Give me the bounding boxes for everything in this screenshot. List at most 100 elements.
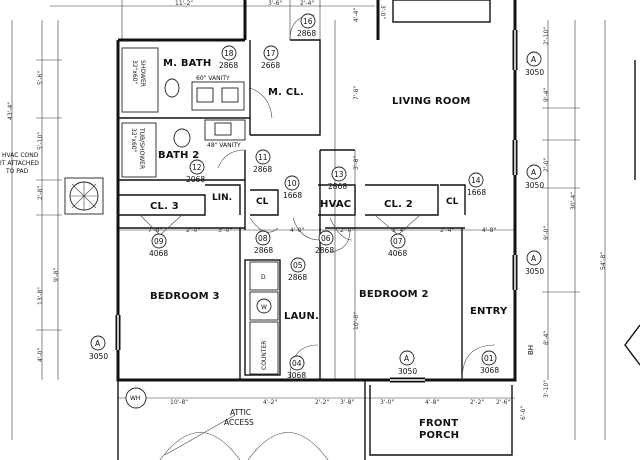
door-tag-04-num: 04: [292, 359, 302, 368]
counter-top: [249, 321, 279, 375]
dim-right-3: 2'-0": [543, 158, 550, 172]
window-tag-3-code: 3050: [525, 267, 544, 276]
room-linen: LIN.: [212, 193, 232, 203]
room-closet-3: CL. 3: [150, 201, 179, 212]
washer-label: W: [261, 304, 267, 311]
dryer-label: D: [261, 274, 266, 281]
room-closet-b: CL: [446, 197, 459, 207]
right-dimensions: 2'-10" 9'-4" 2'-0" 9'-0" 30'-4" 54'-8" 8…: [543, 27, 607, 398]
counter-label: COUNTER: [261, 341, 268, 370]
window-tag-4-code: 3050: [89, 352, 108, 361]
window-tag-5-letter: A: [404, 354, 410, 363]
door-tag-07-num: 07: [393, 237, 403, 246]
dim-right-7: 8'-4": [543, 331, 550, 345]
hvac-note-line2: IT ATTACHED: [0, 160, 39, 167]
room-living-room: LIVING ROOM: [392, 96, 470, 107]
hvac-note-line1: HVAC COND: [2, 152, 39, 159]
window-tag-4-letter: A: [95, 339, 101, 348]
notes: HVAC COND IT ATTACHED TO PAD ATTIC ACCES…: [0, 152, 535, 427]
master-shower-label: SHOWER: [139, 60, 146, 87]
dim-right-5: 30'-4": [570, 192, 577, 210]
room-master-bath: M. BATH: [163, 58, 211, 69]
door-tags: 16 2868 18 2868 17 2668 12 2068 11 2868 …: [149, 13, 499, 380]
window-tags: A 3050 A 3050 A 3050 A 3050 A 3050: [89, 51, 544, 376]
tub-size: 32"x60": [130, 128, 137, 153]
attic-note-line2: ACCESS: [224, 418, 254, 427]
master-vanity-label: 60" VANITY: [196, 75, 230, 82]
door-tag-17-num: 17: [266, 49, 276, 58]
window-tag-3-letter: A: [531, 254, 537, 263]
dim-top-2: 3'-6": [268, 0, 282, 7]
door-tag-06-code: 2868: [315, 246, 334, 255]
dim-bot-6: 4'-8": [425, 399, 439, 406]
bath2-vanity-label: 48" VANITY: [207, 142, 241, 149]
room-bath-2: BATH 2: [158, 150, 199, 161]
door-tag-14-num: 14: [471, 176, 481, 185]
room-laundry: LAUN.: [284, 311, 319, 322]
interior-walls: [118, 39, 466, 380]
dim-left-2: 5'-6": [37, 71, 44, 85]
door-tag-16-num: 16: [303, 17, 313, 26]
dim-int-9: 5'-4": [392, 227, 406, 234]
dim-int-1: 7'-8": [353, 86, 360, 100]
room-entry: ENTRY: [470, 306, 508, 317]
dim-right-4: 9'-0": [543, 226, 550, 240]
door-tag-14-code: 1668: [467, 188, 486, 197]
dim-left-4: 2'-8": [37, 186, 44, 200]
bath2-toilet: [173, 128, 191, 148]
dim-bot-5: 3'-0": [380, 399, 394, 406]
room-closet-2: CL. 2: [384, 199, 413, 210]
dim-right-2: 9'-4": [543, 88, 550, 102]
dim-bot-8: 2'-6": [496, 399, 510, 406]
door-tag-08-code: 2868: [254, 246, 273, 255]
dim-bot-2: 4'-2": [263, 399, 277, 406]
dim-int-7: 4'-0": [290, 227, 304, 234]
windows: [115, 30, 518, 383]
hvac-condenser: [64, 177, 104, 215]
dim-int-4: 10'-0": [353, 312, 360, 330]
door-tag-13-code: 2868: [328, 182, 347, 191]
dim-left-6: 13'-8": [37, 287, 44, 305]
door-tag-04-code: 3068: [287, 371, 306, 380]
left-dimensions: 43'-4" 5'-6" 5'-10" 2'-8" 9'-8" 13'-8" 4…: [7, 71, 60, 362]
door-tag-10-num: 10: [287, 179, 297, 188]
door-swings: [139, 14, 496, 381]
dim-int-6: 3'-0": [218, 227, 232, 234]
dim-bot-7: 2'-2": [470, 399, 484, 406]
room-master-closet: M. CL.: [268, 87, 304, 98]
door-tag-18-num: 18: [224, 49, 234, 58]
water-heater: [125, 387, 147, 409]
door-tag-17-code: 2668: [261, 61, 280, 70]
door-tag-01-code: 3068: [480, 366, 499, 375]
door-tag-16-code: 2868: [297, 29, 316, 38]
tub-label: TUB/SHOWER: [138, 127, 145, 169]
room-front-porch-line1: FRONT: [419, 418, 458, 429]
master-toilet: [164, 78, 180, 98]
garage-porch: [117, 380, 513, 460]
fixture-labels: 32"x60" SHOWER 60" VANITY 48" VANITY 32"…: [130, 60, 268, 402]
bath2-tub: [121, 122, 157, 178]
dryer: [249, 261, 279, 291]
top-dimensions: 11'-2" 3'-6" 2'-4" 3'-0": [175, 0, 386, 19]
bh-note: BH: [527, 345, 535, 355]
dim-bot-1: 10'-8": [170, 399, 188, 406]
door-tag-12-num: 12: [192, 163, 202, 172]
door-tag-11-num: 11: [258, 153, 268, 162]
room-bedroom-3: BEDROOM 3: [150, 291, 220, 302]
door-tag-09-code: 4068: [149, 249, 168, 258]
dim-top-3: 2'-4": [300, 0, 314, 7]
window-tag-5-code: 3050: [398, 367, 417, 376]
dim-left-5: 9'-8": [53, 268, 60, 282]
door-tag-05-num: 05: [293, 261, 303, 270]
master-shower-size: 32"x60": [131, 60, 138, 85]
room-closet-a: CL: [256, 197, 269, 207]
window-tag-2-code: 3050: [525, 181, 544, 190]
attic-note-line1: ATTIC: [230, 408, 251, 417]
window-tag-2-letter: A: [531, 168, 537, 177]
section-arrow-icon: [624, 324, 640, 366]
door-tag-10-code: 1668: [283, 191, 302, 200]
fixtures: [121, 47, 279, 409]
dim-top-4: 3'-0": [379, 5, 386, 19]
door-tag-11-code: 2868: [253, 165, 272, 174]
